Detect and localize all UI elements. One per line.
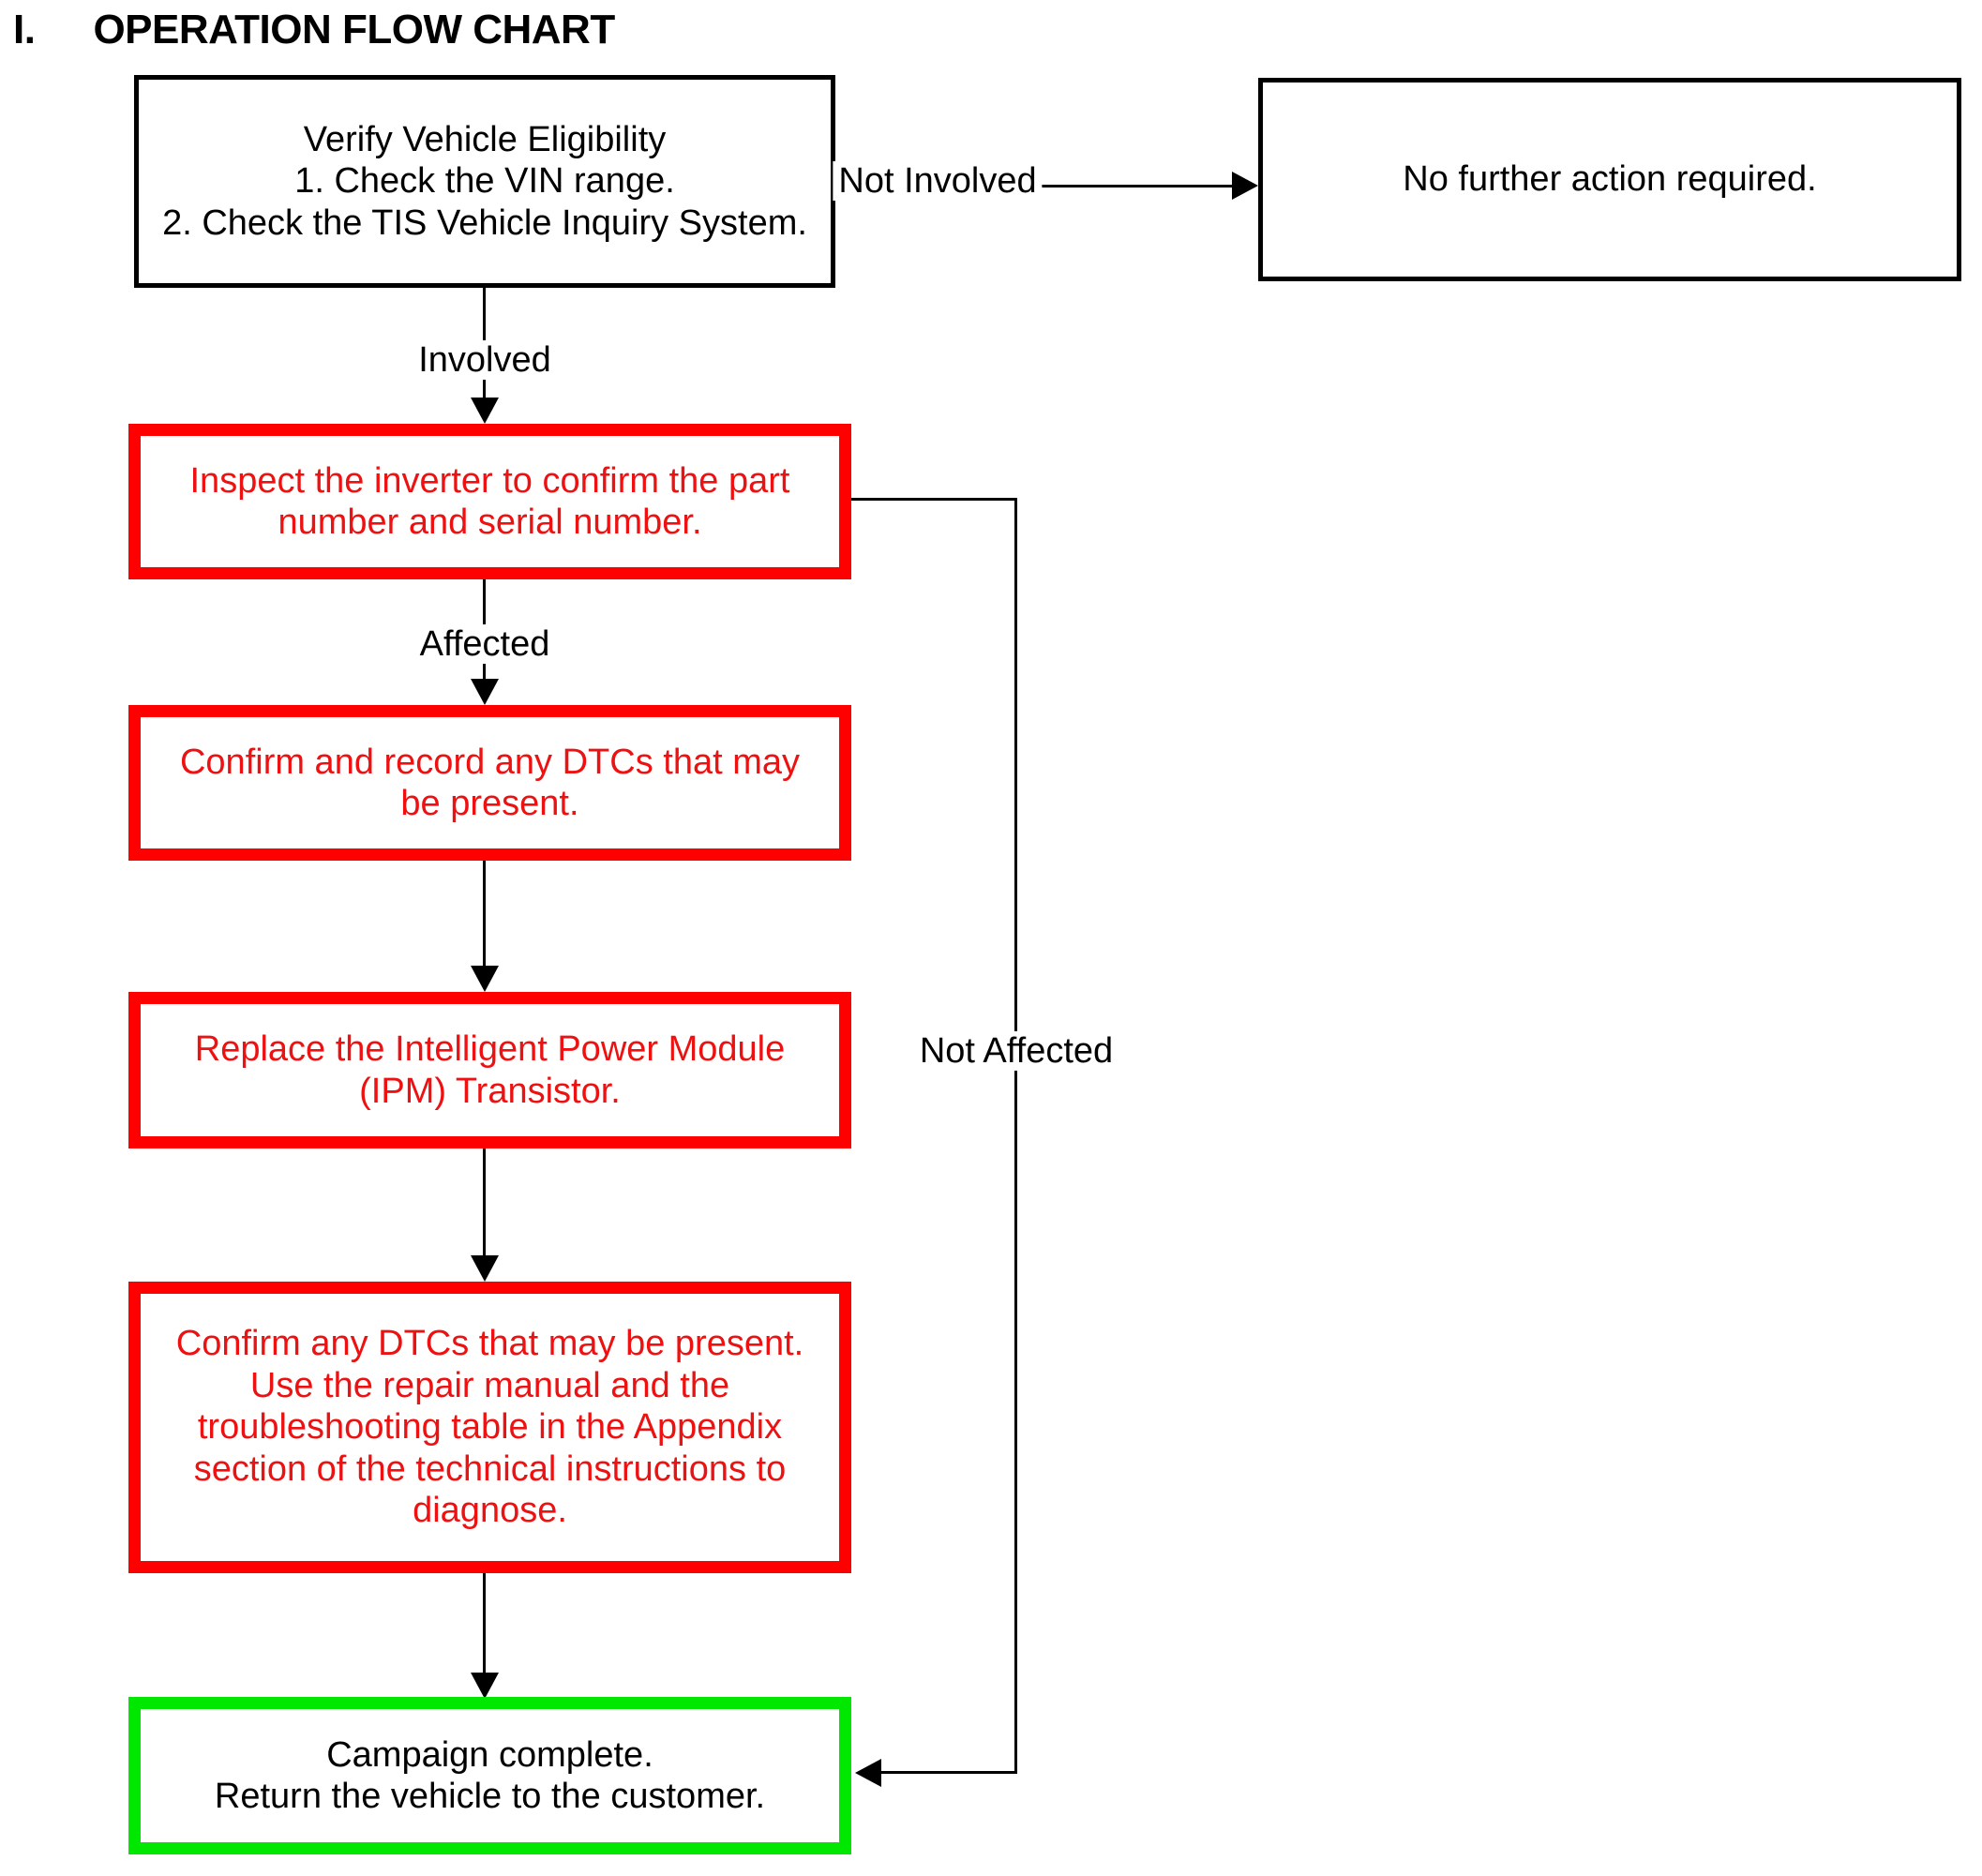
edge-label-not-affected: Not Affected bbox=[913, 1031, 1119, 1071]
edge-affected-arrowhead bbox=[471, 679, 499, 705]
edge-confirm-to-replace-line bbox=[483, 861, 486, 968]
node-confirm-dtcs-diagnose[interactable]: Confirm any DTCs that may be present. Us… bbox=[128, 1282, 851, 1573]
edge-not-involved-arrowhead bbox=[1232, 172, 1258, 200]
node-replace-ipm-transistor[interactable]: Replace the Intelligent Power Module (IP… bbox=[128, 992, 851, 1148]
edge-replace-to-diagnose-line bbox=[483, 1148, 486, 1257]
node-confirm-record-dtcs-label: Confirm and record any DTCs that may be … bbox=[179, 742, 800, 823]
node-verify-vehicle-eligibility[interactable]: Verify Vehicle Eligibility 1. Check the … bbox=[134, 75, 835, 288]
edge-diagnose-to-complete-arrowhead bbox=[471, 1673, 499, 1699]
node-verify-vehicle-eligibility-label: Verify Vehicle Eligibility 1. Check the … bbox=[162, 119, 807, 243]
edge-not-affected-vertical-segment bbox=[1014, 498, 1017, 1773]
section-number: I. bbox=[13, 7, 36, 53]
node-campaign-complete-label: Campaign complete. Return the vehicle to… bbox=[214, 1734, 766, 1816]
edge-label-involved: Involved bbox=[413, 340, 557, 380]
node-confirm-record-dtcs[interactable]: Confirm and record any DTCs that may be … bbox=[128, 705, 851, 861]
node-no-further-action[interactable]: No further action required. bbox=[1258, 78, 1961, 281]
edge-replace-to-diagnose-arrowhead bbox=[471, 1255, 499, 1282]
section-title: OPERATION FLOW CHART bbox=[93, 7, 615, 53]
edge-label-affected: Affected bbox=[413, 624, 556, 664]
edge-involved-arrowhead bbox=[471, 398, 499, 424]
edge-label-not-involved: Not Involved bbox=[833, 161, 1043, 201]
node-inspect-inverter-label: Inspect the inverter to confirm the part… bbox=[189, 460, 790, 542]
node-inspect-inverter[interactable]: Inspect the inverter to confirm the part… bbox=[128, 424, 851, 579]
edge-not-affected-bottom-segment bbox=[881, 1771, 1017, 1774]
page-title: I. OPERATION FLOW CHART bbox=[13, 4, 951, 56]
edge-not-affected-arrowhead bbox=[855, 1759, 881, 1787]
node-replace-ipm-transistor-label: Replace the Intelligent Power Module (IP… bbox=[194, 1029, 786, 1111]
edge-diagnose-to-complete-line bbox=[483, 1573, 486, 1674]
edge-confirm-to-replace-arrowhead bbox=[471, 966, 499, 992]
edge-not-affected-top-segment bbox=[851, 498, 1017, 501]
node-confirm-dtcs-diagnose-label: Confirm any DTCs that may be present. Us… bbox=[175, 1324, 804, 1531]
node-campaign-complete[interactable]: Campaign complete. Return the vehicle to… bbox=[128, 1697, 851, 1854]
node-no-further-action-label: No further action required. bbox=[1403, 159, 1817, 200]
